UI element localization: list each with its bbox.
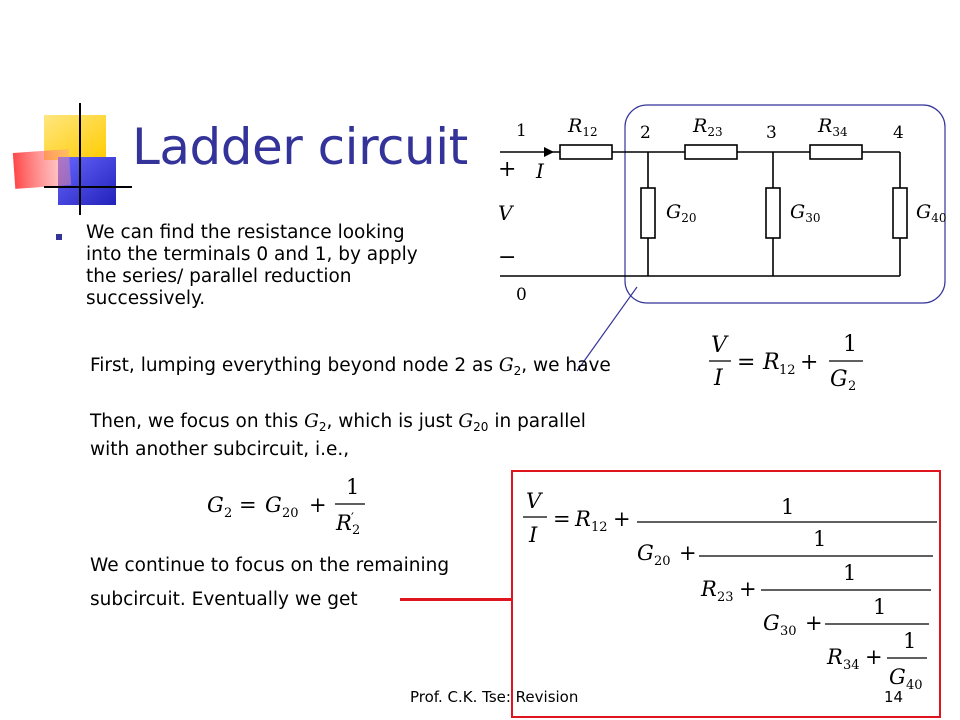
- plus-sign: +: [498, 157, 516, 182]
- footer-author: Prof. C.K. Tse: Revision: [410, 688, 579, 706]
- text-segment: First, lumping everything beyond node 2 …: [90, 355, 499, 376]
- svg-text:R: R: [762, 350, 780, 375]
- node-3-label: 3: [766, 123, 777, 143]
- text-line-first: First, lumping everything beyond node 2 …: [90, 354, 611, 383]
- svg-text:34: 34: [843, 658, 860, 673]
- svg-text:R: R: [826, 645, 843, 669]
- svg-text:12: 12: [591, 520, 608, 535]
- highlight-box: [511, 470, 941, 718]
- svg-text:+: +: [805, 611, 823, 635]
- text-line-eventually: subcircuit. Eventually we get: [90, 589, 358, 610]
- text-line-subcircuit: with another subcircuit, i.e.,: [90, 439, 350, 460]
- svg-text:I: I: [528, 523, 538, 547]
- callout-pointer: [576, 286, 638, 372]
- svg-text:G: G: [889, 665, 906, 689]
- svg-text:R: R: [700, 577, 717, 601]
- svg-text:+: +: [800, 350, 818, 375]
- current-label: I: [535, 159, 545, 183]
- svg-text:23: 23: [717, 590, 734, 605]
- svg-text:V: V: [526, 489, 543, 513]
- svg-text:=: =: [737, 350, 755, 375]
- svg-text:20: 20: [282, 506, 299, 521]
- var-g: G: [458, 411, 474, 432]
- current-arrow: [544, 147, 554, 157]
- svg-text:G: G: [763, 611, 780, 635]
- node-0-label: 0: [516, 285, 527, 305]
- svg-text:20: 20: [654, 554, 671, 569]
- svg-text:+: +: [613, 507, 631, 531]
- svg-text:1: 1: [346, 475, 359, 499]
- slide-title: Ladder circuit: [132, 118, 468, 176]
- resistor-r12: [559, 144, 613, 160]
- label-r12: R12: [567, 115, 598, 139]
- var-g: G: [304, 411, 319, 432]
- var-sub: 2: [513, 364, 522, 378]
- svg-text:1: 1: [903, 629, 916, 653]
- node-2-label: 2: [640, 123, 651, 143]
- page-number: 14: [884, 688, 904, 706]
- svg-text:+: +: [865, 645, 883, 669]
- node-4-label: 4: [893, 123, 904, 143]
- svg-text:1: 1: [873, 595, 886, 619]
- resistor-r23: [684, 144, 738, 160]
- bullet-text: We can find the resistance looking into …: [86, 222, 418, 309]
- svg-text:G: G: [830, 367, 848, 392]
- label-r34: R34: [817, 115, 848, 139]
- conductance-g40: [892, 187, 908, 239]
- svg-text:G: G: [637, 541, 654, 565]
- label-g20: G20: [666, 201, 696, 225]
- svg-text:1: 1: [813, 527, 826, 551]
- svg-text:+: +: [739, 577, 757, 601]
- svg-text:′: ′: [351, 511, 354, 526]
- voltage-label: V: [498, 201, 515, 225]
- svg-text:12: 12: [779, 363, 796, 378]
- svg-text:+: +: [309, 493, 327, 517]
- red-connector-line: [400, 598, 512, 601]
- conductance-g30: [765, 187, 781, 239]
- svg-text:1: 1: [843, 561, 856, 585]
- svg-text:2: 2: [848, 379, 856, 394]
- var-sub: 20: [473, 420, 489, 434]
- svg-text:2: 2: [224, 506, 232, 521]
- svg-text:40: 40: [906, 678, 923, 693]
- svg-text:G: G: [207, 493, 224, 517]
- svg-text:R: R: [574, 507, 591, 531]
- svg-text:G: G: [265, 493, 282, 517]
- text-line-continue: We continue to focus on the remaining: [90, 555, 450, 576]
- svg-text:1: 1: [781, 495, 794, 519]
- var-sub: 2: [318, 420, 327, 434]
- svg-text:+: +: [679, 541, 697, 565]
- svg-text:R: R: [335, 511, 352, 535]
- bullet-marker: [56, 234, 62, 240]
- text-line-then: Then, we focus on this G2, which is just…: [90, 410, 586, 439]
- ladder-circuit-diagram: 1 2 3 4 0 + I V − R12 R23 R34 G20 G30 G4…: [498, 104, 946, 305]
- svg-text:V: V: [711, 333, 729, 358]
- text-segment: , we have: [521, 355, 611, 376]
- svg-text:=: =: [553, 507, 571, 531]
- svg-text:=: =: [239, 493, 257, 517]
- label-g30: G30: [790, 201, 820, 225]
- svg-text:1: 1: [843, 332, 857, 357]
- svg-text:I: I: [713, 366, 724, 391]
- conductance-g20: [640, 187, 656, 239]
- minus-sign: −: [498, 245, 516, 270]
- svg-text:2: 2: [352, 523, 360, 538]
- decorative-squares-logo: [12, 103, 132, 215]
- text-segment: in parallel: [488, 411, 586, 432]
- text-segment: , which is just: [326, 411, 459, 432]
- label-r23: R23: [692, 115, 723, 139]
- var-g: G: [498, 355, 514, 376]
- resistor-r34: [809, 144, 863, 160]
- callout-box: [624, 104, 946, 304]
- svg-text:30: 30: [780, 624, 797, 639]
- node-1-label: 1: [516, 121, 527, 141]
- label-g40: G40: [916, 201, 946, 225]
- text-segment: Then, we focus on this: [90, 411, 305, 432]
